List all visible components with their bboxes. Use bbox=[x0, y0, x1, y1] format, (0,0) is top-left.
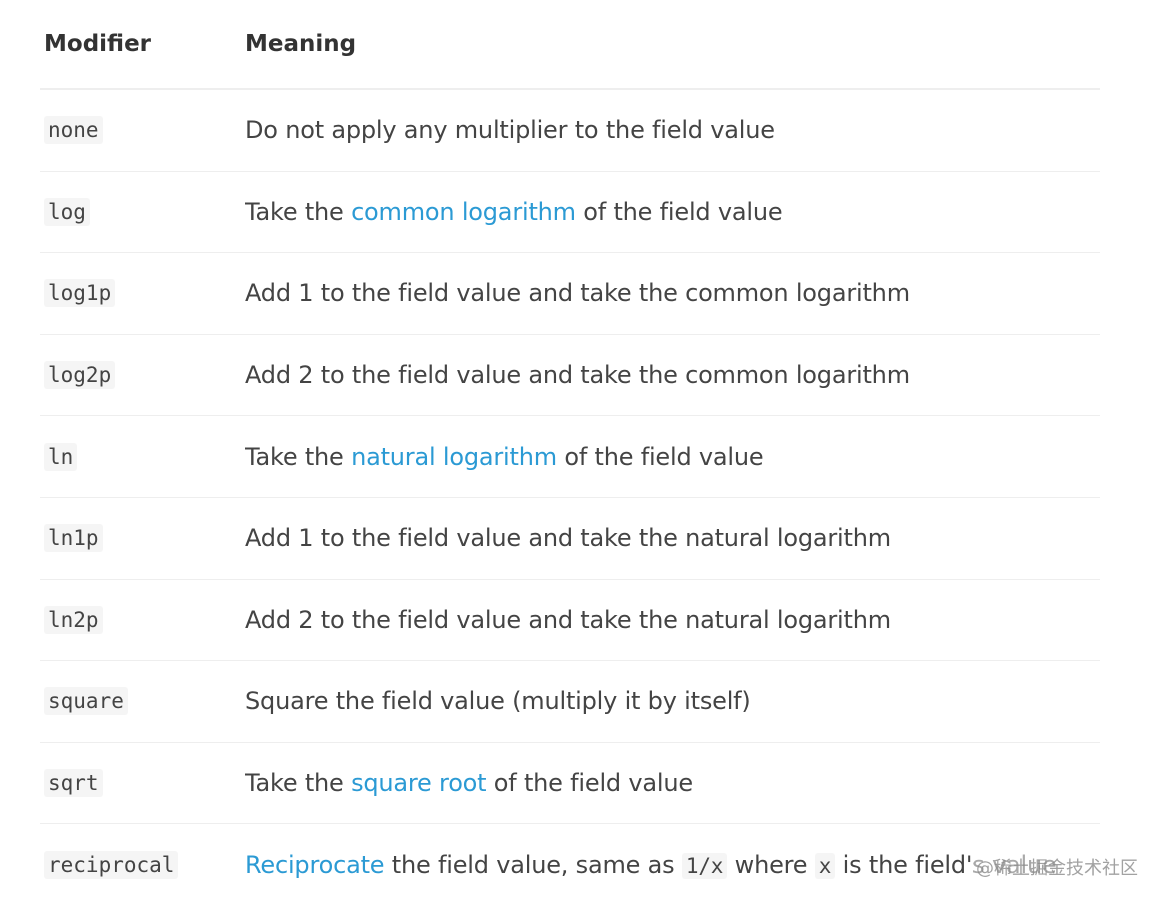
table-header: Modifier Meaning bbox=[40, 0, 1100, 90]
square-root-link[interactable]: square root bbox=[351, 769, 487, 798]
modifier-code: ln1p bbox=[44, 524, 103, 553]
meaning-post: of the field value bbox=[575, 197, 783, 226]
meaning-text: Reciprocate the field value, same as 1/x… bbox=[245, 851, 1100, 880]
table-row: ln Take the natural logarithm of the fie… bbox=[40, 416, 1100, 498]
meaning-seg2: where bbox=[727, 851, 815, 880]
table-row: ln1p Add 1 to the field value and take t… bbox=[40, 498, 1100, 580]
meaning-seg1: the field value, same as bbox=[384, 851, 682, 880]
meaning-post: of the field value bbox=[556, 442, 764, 471]
table-row: log2p Add 2 to the field value and take … bbox=[40, 335, 1100, 417]
meaning-pre: Take the bbox=[245, 442, 352, 471]
meaning-post: of the field value bbox=[486, 769, 693, 798]
table-row: reciprocal Reciprocate the field value, … bbox=[40, 824, 1100, 906]
meaning-text: Add 2 to the field value and take the na… bbox=[245, 605, 891, 634]
meaning-text: Add 1 to the field value and take the co… bbox=[245, 279, 910, 308]
meaning-pre: Take the bbox=[245, 769, 352, 798]
common-logarithm-link[interactable]: common logarithm bbox=[351, 197, 576, 226]
modifier-code: square bbox=[44, 687, 128, 716]
watermark: @稀土掘金技术社区 bbox=[974, 854, 1140, 880]
inline-code-x: x bbox=[814, 853, 836, 880]
meaning-text: Do not apply any multiplier to the field… bbox=[245, 116, 775, 145]
meaning-text: Take the natural logarithm of the field … bbox=[245, 443, 1100, 471]
table-row: log1p Add 1 to the field value and take … bbox=[40, 253, 1100, 335]
meaning-text: Square the field value (multiply it by i… bbox=[245, 687, 751, 716]
modifier-code: log bbox=[44, 197, 90, 226]
meaning-text: Take the square root of the field value bbox=[245, 769, 1100, 797]
table-row: none Do not apply any multiplier to the … bbox=[40, 90, 1100, 172]
modifier-code: log1p bbox=[44, 279, 116, 308]
meaning-text: Take the common logarithm of the field v… bbox=[245, 198, 1100, 226]
modifier-code: ln2p bbox=[44, 605, 103, 634]
modifier-code: sqrt bbox=[44, 769, 103, 798]
reciprocate-link[interactable]: Reciprocate bbox=[245, 851, 385, 880]
inline-code-1-over-x: 1/x bbox=[681, 853, 728, 880]
modifier-code: ln bbox=[44, 442, 78, 471]
header-meaning: Meaning bbox=[245, 31, 357, 57]
meaning-text: Add 2 to the field value and take the co… bbox=[245, 361, 910, 390]
meaning-pre: Take the bbox=[245, 197, 352, 226]
header-modifier: Modifier bbox=[44, 31, 152, 57]
meaning-text: Add 1 to the field value and take the na… bbox=[245, 524, 891, 553]
table-row: ln2p Add 2 to the field value and take t… bbox=[40, 580, 1100, 662]
table-row: square Square the field value (multiply … bbox=[40, 661, 1100, 743]
modifier-code: reciprocal bbox=[44, 851, 179, 880]
modifier-code: none bbox=[44, 116, 103, 145]
table-row: log Take the common logarithm of the fie… bbox=[40, 172, 1100, 254]
modifier-table: Modifier Meaning none Do not apply any m… bbox=[40, 0, 1100, 906]
modifier-code: log2p bbox=[44, 361, 116, 390]
natural-logarithm-link[interactable]: natural logarithm bbox=[351, 442, 557, 471]
table-row: sqrt Take the square root of the field v… bbox=[40, 743, 1100, 825]
